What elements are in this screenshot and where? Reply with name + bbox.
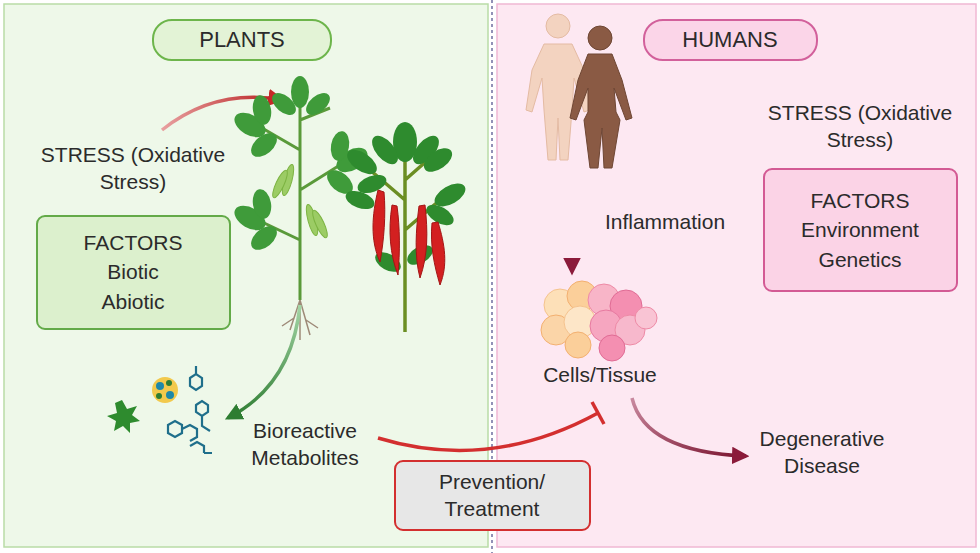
- pepper-plant: [423, 201, 457, 230]
- cell-cluster: [599, 335, 625, 361]
- pepper-plant: [343, 187, 377, 212]
- text-label: STRESS (Oxidative Stress): [38, 141, 228, 196]
- node-text: HUMANS: [682, 27, 777, 53]
- node-text: Prevention/ Treatment: [439, 468, 545, 523]
- text-label: Degenerative Disease: [747, 425, 897, 480]
- metabolite-icons: [166, 391, 174, 399]
- panel-heading: HUMANS: [643, 19, 818, 61]
- soybean-plant: [302, 89, 334, 119]
- panel-heading: PLANTS: [152, 19, 332, 61]
- inflammation-arrow: [570, 176, 574, 272]
- pepper-plant: [343, 145, 381, 179]
- pepper-plant: [431, 222, 444, 285]
- text-label: STRESS (Oxidative Stress): [765, 99, 955, 154]
- soybean-plant: [230, 76, 371, 340]
- inhibition-line: [592, 402, 604, 424]
- soybean-plant: [262, 100, 340, 300]
- metabolite-icons: [168, 421, 197, 441]
- cell-cluster: [565, 332, 591, 358]
- soybean-plant: [310, 209, 330, 240]
- pepper-plant: [390, 205, 399, 275]
- soybean-plant: [251, 94, 274, 127]
- text-label: Bioreactive Metabolites: [239, 417, 371, 472]
- pepper-plant: [373, 190, 445, 285]
- metabolite-icons: [107, 366, 212, 453]
- action-box: Prevention/ Treatment: [394, 460, 591, 531]
- human-figures: [546, 14, 570, 38]
- plant-arrow: [228, 305, 300, 418]
- node-text: FACTORS Biotic Abiotic: [84, 228, 183, 316]
- disease-arrow: [632, 398, 746, 456]
- soybean-plant: [270, 164, 330, 240]
- soybean-plant: [230, 76, 371, 255]
- soybean-plant: [247, 128, 282, 161]
- metabolite-icons: [190, 442, 212, 453]
- human-figures: [588, 26, 612, 50]
- plant-arrow: [228, 305, 300, 418]
- pepper-plant: [373, 190, 385, 262]
- factor-box: FACTORS Biotic Abiotic: [36, 215, 231, 330]
- cell-cluster: [541, 281, 657, 361]
- metabolite-icons: [152, 377, 178, 403]
- disease-arrow: [632, 398, 746, 456]
- pepper-plant: [343, 122, 469, 332]
- human-figures: [526, 14, 632, 168]
- factor-box: FACTORS Environment Genetics: [763, 168, 958, 292]
- inflammation-arrow: [572, 176, 573, 272]
- pepper-plant: [416, 205, 427, 278]
- cell-cluster: [635, 307, 657, 329]
- metabolite-icons: [168, 366, 212, 453]
- inhibition-line: [378, 402, 604, 450]
- metabolite-icons: [166, 380, 172, 386]
- metabolite-icons: [190, 366, 202, 390]
- pepper-plant: [343, 122, 469, 276]
- metabolite-icons: [156, 393, 162, 399]
- soybean-plant: [251, 188, 274, 221]
- metabolite-icons: [156, 382, 164, 390]
- inhibition-line: [378, 413, 598, 450]
- node-text: FACTORS Environment Genetics: [801, 186, 919, 274]
- metabolite-icons: [107, 400, 140, 433]
- text-label: Cells/Tissue: [543, 361, 657, 388]
- node-text: PLANTS: [199, 27, 285, 53]
- pepper-plant: [420, 143, 457, 176]
- metabolite-icons: [196, 401, 210, 431]
- text-label: Inflammation: [605, 208, 725, 235]
- human-figures: [570, 54, 632, 168]
- soybean-plant: [270, 169, 290, 200]
- human-figures: [570, 26, 632, 168]
- soybean-plant: [268, 89, 300, 119]
- soybean-plant: [247, 221, 282, 254]
